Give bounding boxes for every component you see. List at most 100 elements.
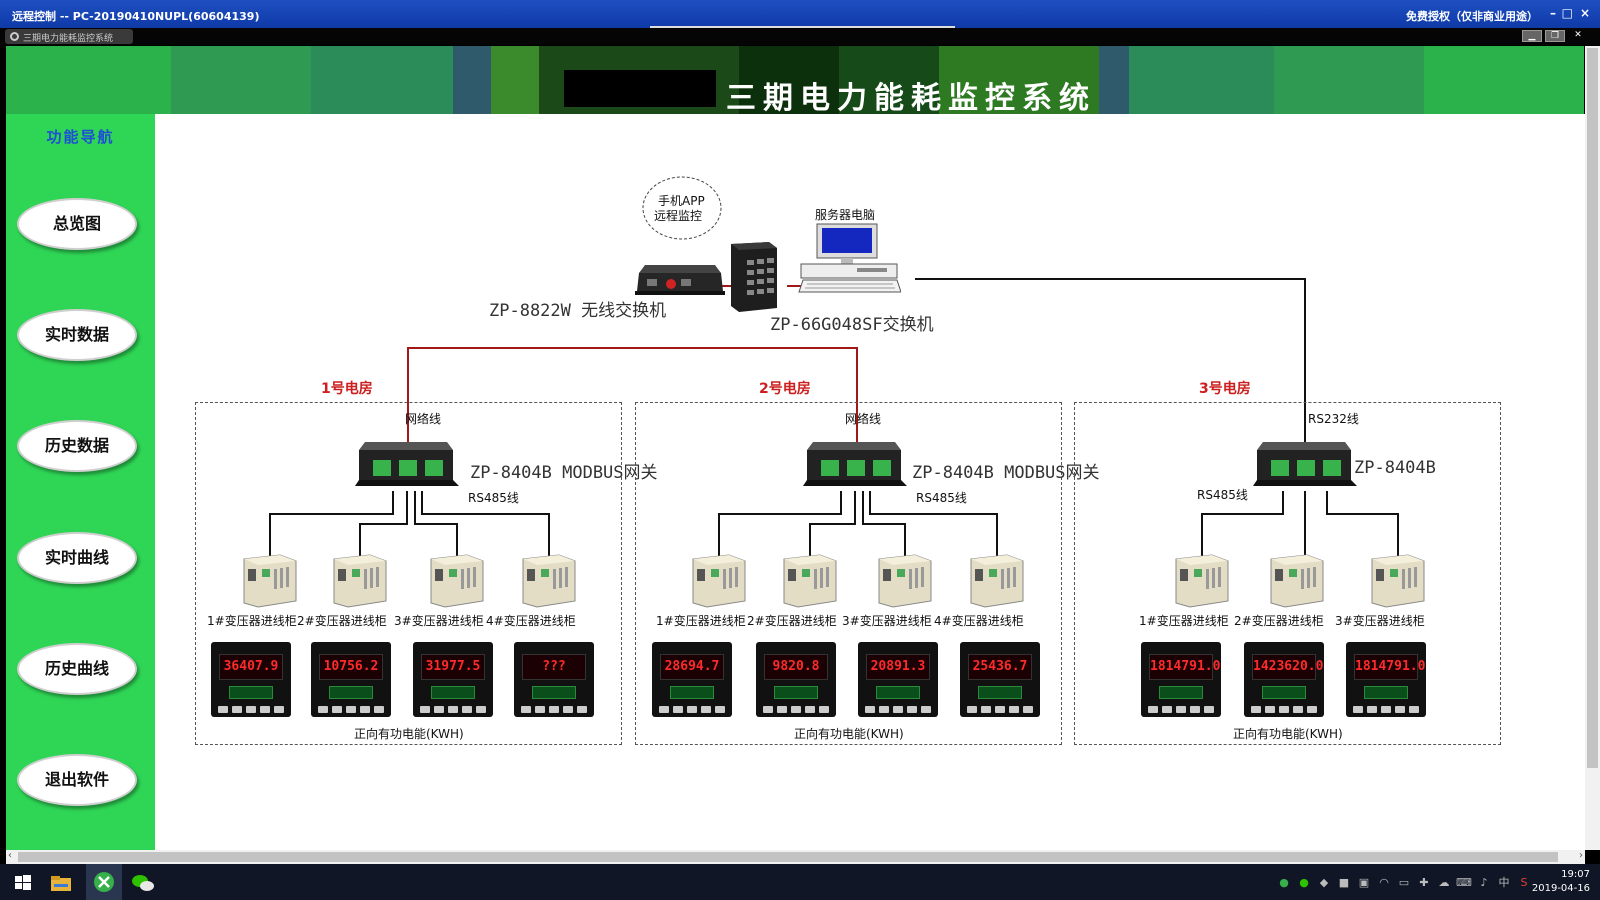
energy-meter[interactable]: 25436.7 [960,642,1040,717]
app-tab-title: 三期电力能耗监控系统 [23,34,114,44]
meter-reading: 20891.3 [866,654,930,680]
minimize-button[interactable]: – [1550,6,1556,20]
meter-reading: 1814791.0 [1354,654,1425,680]
app-close-button[interactable]: ✕ [1574,30,1582,40]
file-explorer-icon[interactable] [48,870,74,896]
meter-sub-display [774,686,818,699]
energy-meter[interactable]: 31977.5 [413,642,493,717]
maximize-button[interactable]: □ [1561,6,1573,20]
sidebar-title: 功能导航 [46,128,115,146]
meter-sub-display [978,686,1022,699]
horizontal-scrollbar[interactable]: ‹ › [6,850,1585,864]
tray-ime-icon[interactable]: 中 [1498,876,1510,889]
meter-sub-display [1159,686,1203,699]
meter-keys [1145,706,1217,714]
start-windows-icon[interactable] [10,870,36,896]
vertical-scrollbar[interactable] [1585,46,1600,850]
room2-bus-label: RS485线 [916,491,967,505]
energy-meter[interactable]: ??? [514,642,594,717]
nav-exit-button[interactable]: 退出软件 [17,754,137,806]
energy-meter[interactable]: 1423620.0 [1244,642,1324,717]
room3-title: 3号电房 [1199,381,1251,397]
meter-keys [964,706,1036,714]
energy-meter[interactable]: 1814791.0 [1346,642,1426,717]
meter-keys [760,706,832,714]
cabinet-icon [780,551,838,609]
nav-history-data-button[interactable]: 历史数据 [17,420,137,472]
meter-keys [518,706,590,714]
bus-room2-3 [862,491,906,564]
meter-sub-display [431,686,475,699]
remote-control-app-icon [94,872,114,892]
room2-gateway-icon [803,442,907,486]
energy-meter[interactable]: 20891.3 [858,642,938,717]
meter-keys [215,706,287,714]
energy-meter[interactable]: 10756.2 [311,642,391,717]
mobile-app-label-1: 手机APP [658,194,705,208]
nav-history-curve-button[interactable]: 历史曲线 [17,643,137,695]
app-restore-button[interactable]: ❐ [1545,30,1565,42]
tray-sogou-icon[interactable]: S [1520,876,1528,889]
horizontal-scroll-thumb[interactable] [18,852,1558,862]
room2-link-label: 网络线 [845,412,882,426]
cabinet-label: 3#变压器进线柜 [394,614,484,628]
meter-reading: 10756.2 [319,654,383,680]
wireless-switch-icon [635,265,725,295]
cabinet-icon [519,551,577,609]
tray-cloud-icon[interactable]: ☁ [1438,876,1450,889]
line-switch-room2 [761,347,858,444]
cabinet-label: 1#变压器进线柜 [207,614,297,628]
energy-meter[interactable]: 9820.8 [756,642,836,717]
mobile-app-cloud [642,176,722,240]
vertical-scroll-thumb[interactable] [1587,48,1598,768]
remote-toolbar-handle[interactable] [650,26,955,29]
cabinet-label: 4#变压器进线柜 [934,614,1024,628]
meter-reading: 31977.5 [421,654,485,680]
taskbar-active-app[interactable] [86,864,122,900]
scroll-right-arrow[interactable]: › [1579,850,1583,861]
room1-footer: 正向有功电能(KWH) [354,727,464,741]
tray-volume-icon[interactable]: ♪ [1480,876,1488,889]
room1-gateway-label: ZP-8404B MODBUS网关 [470,463,658,483]
close-button[interactable]: × [1579,6,1590,20]
tray-app-icon[interactable]: ● [1279,876,1289,889]
tray-network-icon[interactable]: ✚ [1419,876,1429,889]
cabinet-icon [875,551,933,609]
network-diagram: 手机APP 远程监控 ZP-8822W 无线交换机 ZP-66G048SF交换机… [155,114,1585,850]
nav-realtime-curve-button[interactable]: 实时曲线 [17,532,137,584]
room1-title: 1号电房 [321,381,373,397]
tray-wechat-icon[interactable]: ● [1299,876,1309,889]
tray-shield-icon[interactable]: ◆ [1319,876,1329,889]
tray-display-icon[interactable]: ▣ [1358,876,1370,889]
nav-realtime-data-button[interactable]: 实时数据 [17,309,137,361]
energy-meter[interactable]: 36407.9 [211,642,291,717]
header-banner: 三期电力能耗监控系统 [6,46,1584,116]
meter-sub-display [1364,686,1408,699]
tray-security-icon[interactable]: ■ [1338,876,1350,889]
room1-zone [195,402,622,745]
meter-reading: 9820.8 [764,654,828,680]
meter-keys [656,706,728,714]
meter-sub-display [1262,686,1306,699]
tray-battery-icon[interactable]: ▭ [1398,876,1410,889]
app-tab-bar: 三期电力能耗监控系统 ▁ ❐ ✕ [0,28,1600,45]
app-tab[interactable]: 三期电力能耗监控系统 [5,29,133,44]
nav-overview-button[interactable]: 总览图 [17,198,137,250]
meter-keys [862,706,934,714]
bus-room2-2 [809,491,856,564]
line-server-room3 [915,278,1306,444]
app-minimize-button[interactable]: ▁ [1522,30,1542,42]
taskbar-clock[interactable]: 19:07 2019-04-16 [1532,868,1590,896]
energy-meter[interactable]: 28694.7 [652,642,732,717]
cabinet-icon [1172,551,1230,609]
cabinet-label: 1#变压器进线柜 [1139,614,1229,628]
clock-time: 19:07 [1561,869,1590,880]
bus-room2-4 [869,491,998,564]
scroll-left-arrow[interactable]: ‹ [8,850,12,861]
system-tray: ● ● ◆ ■ ▣ ◠ ▭ ✚ ☁ ⌨ ♪ 中 S [1276,875,1532,891]
room1-bus-label: RS485线 [468,491,519,505]
tray-wifi-icon[interactable]: ◠ [1379,876,1389,889]
tray-keyboard-icon[interactable]: ⌨ [1456,876,1472,889]
wechat-icon[interactable] [130,870,156,896]
energy-meter[interactable]: 1814791.0 [1141,642,1221,717]
